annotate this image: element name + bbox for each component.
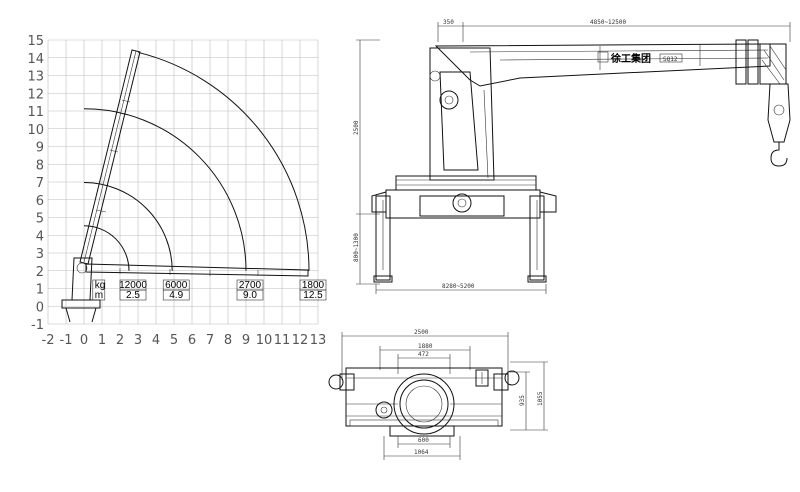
x-tick-label: 8 [224,333,232,348]
y-tick-label: 12 [27,87,44,102]
load-m-box [236,289,264,301]
unit-box [92,279,106,301]
load-m-box [299,289,327,301]
load-m-value: 2.5 [126,290,140,301]
load-m-value: 4.9 [169,290,183,301]
y-tick-label: -1 [31,318,44,333]
x-tick-label: 6 [188,333,196,348]
dim-boom-range: 4850~12500 [590,19,627,26]
y-tick-label: 10 [27,123,44,138]
load-kg-value: 2700 [239,280,262,291]
y-tick-label: 6 [36,194,44,209]
x-tick-label: 10 [256,333,273,348]
x-tick-label: -1 [60,333,73,348]
y-tick-label: 9 [36,141,44,156]
chart-crane-boom [61,49,309,323]
reach-arc [83,108,247,271]
dim-top-1064: 1064 [414,449,429,456]
reach-arcs [83,51,310,271]
side-view-drawing: 350 4850~12500 2500 800~1300 徐工集团 SQ12 [353,19,791,294]
y-tick-label: 1 [36,283,44,298]
y-tick-label: 8 [36,158,44,173]
x-tick-label: 9 [242,333,250,348]
unit-kg-label: kg [95,280,106,291]
load-kg-value: 1800 [302,280,325,291]
x-tick-label: 1 [98,333,106,348]
dim-outrigger: 8280~5200 [442,283,475,290]
x-tick-label: 13 [310,333,327,348]
top-view-drawing: 2500 1880 472 600 [328,329,548,460]
dim-top-1055: 1055 [537,391,544,406]
brand-name: 徐工集团 [610,52,651,65]
load-m-value: 9.0 [243,290,257,301]
x-tick-label: 5 [170,333,178,348]
reach-arc [138,51,310,271]
dim-2500: 2500 [353,120,360,135]
dim-top-935: 935 [519,395,526,406]
y-tick-label: 13 [27,70,44,85]
load-m-box [162,289,190,301]
y-tick-label: 15 [27,34,44,49]
x-tick-label: 11 [274,333,291,348]
dim-top-472: 472 [418,351,429,358]
y-tick-label: 7 [36,176,44,191]
model-label: SQ12 [663,56,678,63]
y-tick-label: 14 [27,52,44,67]
y-tick-label: 2 [36,265,44,280]
x-tick-label: 3 [134,333,142,348]
y-tick-label: 11 [27,105,44,120]
reach-arc [83,225,130,271]
x-tick-label: 7 [206,333,214,348]
dim-350: 350 [443,19,454,26]
load-kg-value: 6000 [165,280,188,291]
x-tick-label: 4 [152,333,160,348]
load-kg-value: 12000 [119,280,147,291]
dim-top-2500: 2500 [414,329,429,336]
reach-arc [83,182,173,271]
y-tick-label: 0 [36,300,44,315]
y-tick-label: 4 [36,229,44,244]
y-tick-label: 5 [36,212,44,227]
load-m-box [119,289,147,301]
unit-m-label: m [95,290,103,301]
chart-grid [47,39,319,325]
load-m-value: 12.5 [303,290,323,301]
dim-leg: 800~1300 [353,233,360,262]
dim-top-600: 600 [418,437,429,444]
x-tick-label: -2 [42,333,55,348]
dim-top-1880: 1880 [418,343,433,350]
y-tick-label: 3 [36,247,44,262]
x-tick-label: 12 [292,333,309,348]
x-tick-label: 2 [116,333,124,348]
x-tick-label: 0 [80,333,88,348]
